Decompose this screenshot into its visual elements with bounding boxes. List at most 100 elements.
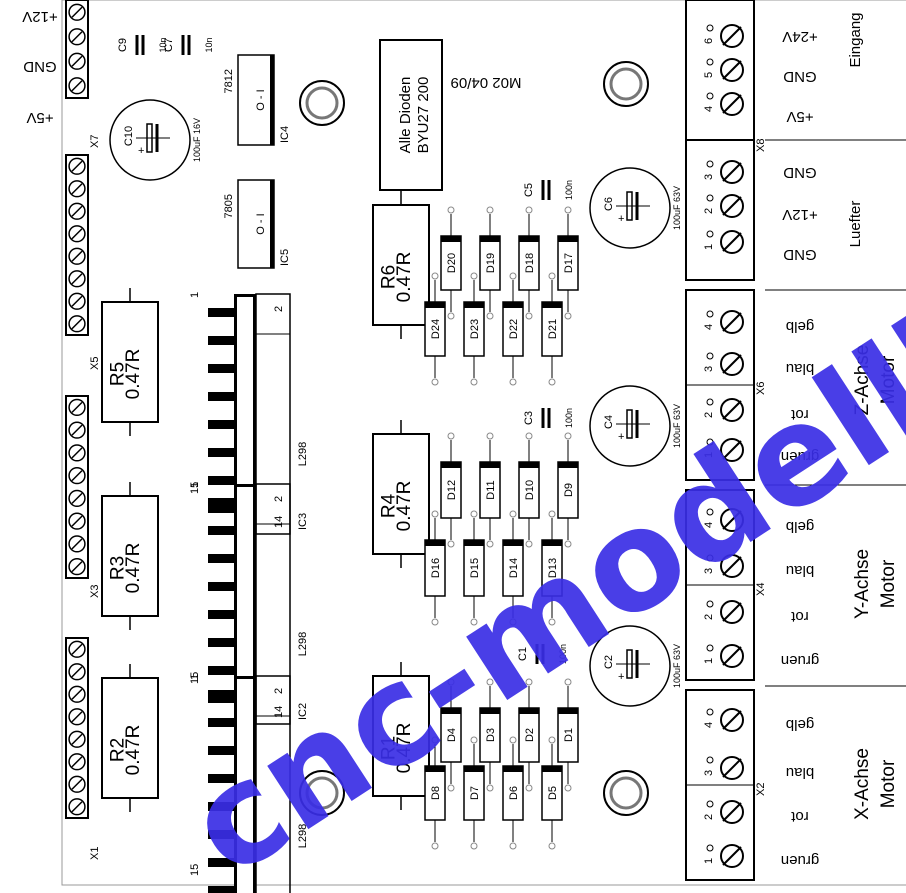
ic-heatsink bbox=[255, 675, 291, 893]
diode-band bbox=[503, 540, 523, 546]
mounting-hole-ring bbox=[299, 770, 345, 816]
screw-slot bbox=[71, 228, 83, 240]
terminal-screw-slot bbox=[722, 162, 742, 182]
terminal-screw bbox=[720, 800, 744, 824]
elko-body bbox=[589, 167, 671, 249]
terminal-pin-hole bbox=[706, 844, 714, 852]
section-title: Z-Achse bbox=[852, 345, 873, 416]
cap-value: 100n bbox=[558, 644, 568, 664]
screw-slot bbox=[71, 6, 83, 18]
diode-pad bbox=[447, 432, 455, 440]
cap-name: C5 bbox=[523, 183, 535, 197]
diode-pad bbox=[431, 736, 439, 744]
ic-fin bbox=[208, 774, 234, 783]
terminal-screw bbox=[720, 600, 744, 624]
screw bbox=[68, 685, 86, 703]
diode-label: D15 bbox=[469, 558, 481, 578]
screw bbox=[68, 52, 86, 70]
diode-label: D12 bbox=[446, 480, 458, 500]
terminal-screw-slot bbox=[722, 802, 742, 822]
screw bbox=[68, 202, 86, 220]
wire-label: rot bbox=[790, 808, 808, 825]
wire-label: rot bbox=[790, 406, 808, 423]
screw bbox=[68, 292, 86, 310]
terminal-screw bbox=[720, 398, 744, 422]
resistor-name: R1 bbox=[378, 736, 399, 760]
terminal-pin-number: 6 bbox=[703, 38, 715, 44]
terminal-screw-slot bbox=[722, 846, 742, 866]
resistor-value: 0.47R bbox=[123, 349, 144, 400]
terminal-screw bbox=[720, 756, 744, 780]
ic-fin bbox=[208, 582, 234, 591]
screw bbox=[68, 640, 86, 658]
elko-value: 100uF 16V bbox=[192, 118, 202, 162]
resistor-name: R2 bbox=[107, 738, 128, 762]
diode-label: D19 bbox=[485, 253, 497, 273]
diode-pad bbox=[431, 378, 439, 386]
screw-slot bbox=[71, 273, 83, 285]
screw bbox=[68, 708, 86, 726]
ic-pin-label: 2 bbox=[273, 496, 285, 502]
terminal-pin-hole bbox=[706, 310, 714, 318]
resistor-name: R3 bbox=[107, 556, 128, 580]
terminal-pin-number: 4 bbox=[703, 522, 715, 528]
terminal-pin-number: 2 bbox=[703, 412, 715, 418]
elko-name: C10 bbox=[123, 126, 135, 146]
regulator-part: 7805 bbox=[223, 194, 235, 218]
screw-slot bbox=[71, 295, 83, 307]
terminal-pin-number: 2 bbox=[703, 814, 715, 820]
ic-fin bbox=[208, 420, 234, 429]
terminal-screw-slot bbox=[722, 26, 742, 46]
screw bbox=[68, 663, 86, 681]
ic-heatsink bbox=[255, 483, 291, 725]
section-title: Eingang bbox=[847, 12, 864, 67]
note-line-2: BYU27 200 bbox=[415, 77, 432, 154]
terminal-pin-number: 4 bbox=[703, 106, 715, 112]
connector-label: X3 bbox=[89, 585, 101, 598]
component-labels: X7X5X3X1+12VGND+5VR50.47RR30.47RR20.47RR… bbox=[22, 8, 899, 876]
terminal-pin-hole bbox=[706, 92, 714, 100]
diode-pad bbox=[486, 678, 494, 686]
diode-pad bbox=[525, 312, 533, 320]
terminal-pin-number: 4 bbox=[703, 324, 715, 330]
section-title: Y-Achse bbox=[852, 549, 873, 619]
terminal-pin-hole bbox=[706, 508, 714, 516]
diode-label: D13 bbox=[547, 558, 559, 578]
terminal-screw-slot bbox=[722, 440, 742, 460]
diode-pad bbox=[525, 678, 533, 686]
terminal-screw-slot bbox=[722, 646, 742, 666]
diode-label: D21 bbox=[547, 319, 559, 339]
ic-fin bbox=[208, 746, 234, 755]
terminal-pin-number: 3 bbox=[703, 174, 715, 180]
screw-slot bbox=[71, 250, 83, 262]
regulator-part: 7812 bbox=[223, 69, 235, 93]
ic-fin bbox=[208, 554, 234, 563]
diode-band bbox=[464, 766, 484, 772]
elko-body bbox=[109, 99, 191, 181]
regulator-pins: O - I bbox=[255, 89, 267, 110]
diode-label: D22 bbox=[508, 319, 520, 339]
diode-pad bbox=[509, 618, 517, 626]
terminal-screw bbox=[720, 92, 744, 116]
ic-fin bbox=[208, 690, 234, 699]
screw bbox=[68, 157, 86, 175]
diode-pad bbox=[431, 618, 439, 626]
wire-label: GND bbox=[783, 68, 817, 85]
cap-name: C1 bbox=[517, 647, 529, 661]
screw-slot bbox=[71, 318, 83, 330]
wire-label: gelb bbox=[786, 716, 814, 733]
diode-pad bbox=[486, 432, 494, 440]
ic-window bbox=[237, 679, 253, 893]
regulator-tab bbox=[270, 180, 274, 268]
terminal-pin-hole bbox=[706, 398, 714, 406]
terminal-screw bbox=[720, 160, 744, 184]
diode-pad bbox=[564, 678, 572, 686]
ic-heatsink bbox=[255, 293, 291, 535]
elko-value: 100uF 63V bbox=[672, 186, 682, 230]
terminal-pin-hole bbox=[706, 600, 714, 608]
terminal-x8-lower bbox=[685, 139, 755, 281]
diode-pad bbox=[564, 312, 572, 320]
terminal-pin-number: 1 bbox=[703, 244, 715, 250]
ic-fin bbox=[208, 802, 234, 811]
terminal-screw-slot bbox=[722, 400, 742, 420]
